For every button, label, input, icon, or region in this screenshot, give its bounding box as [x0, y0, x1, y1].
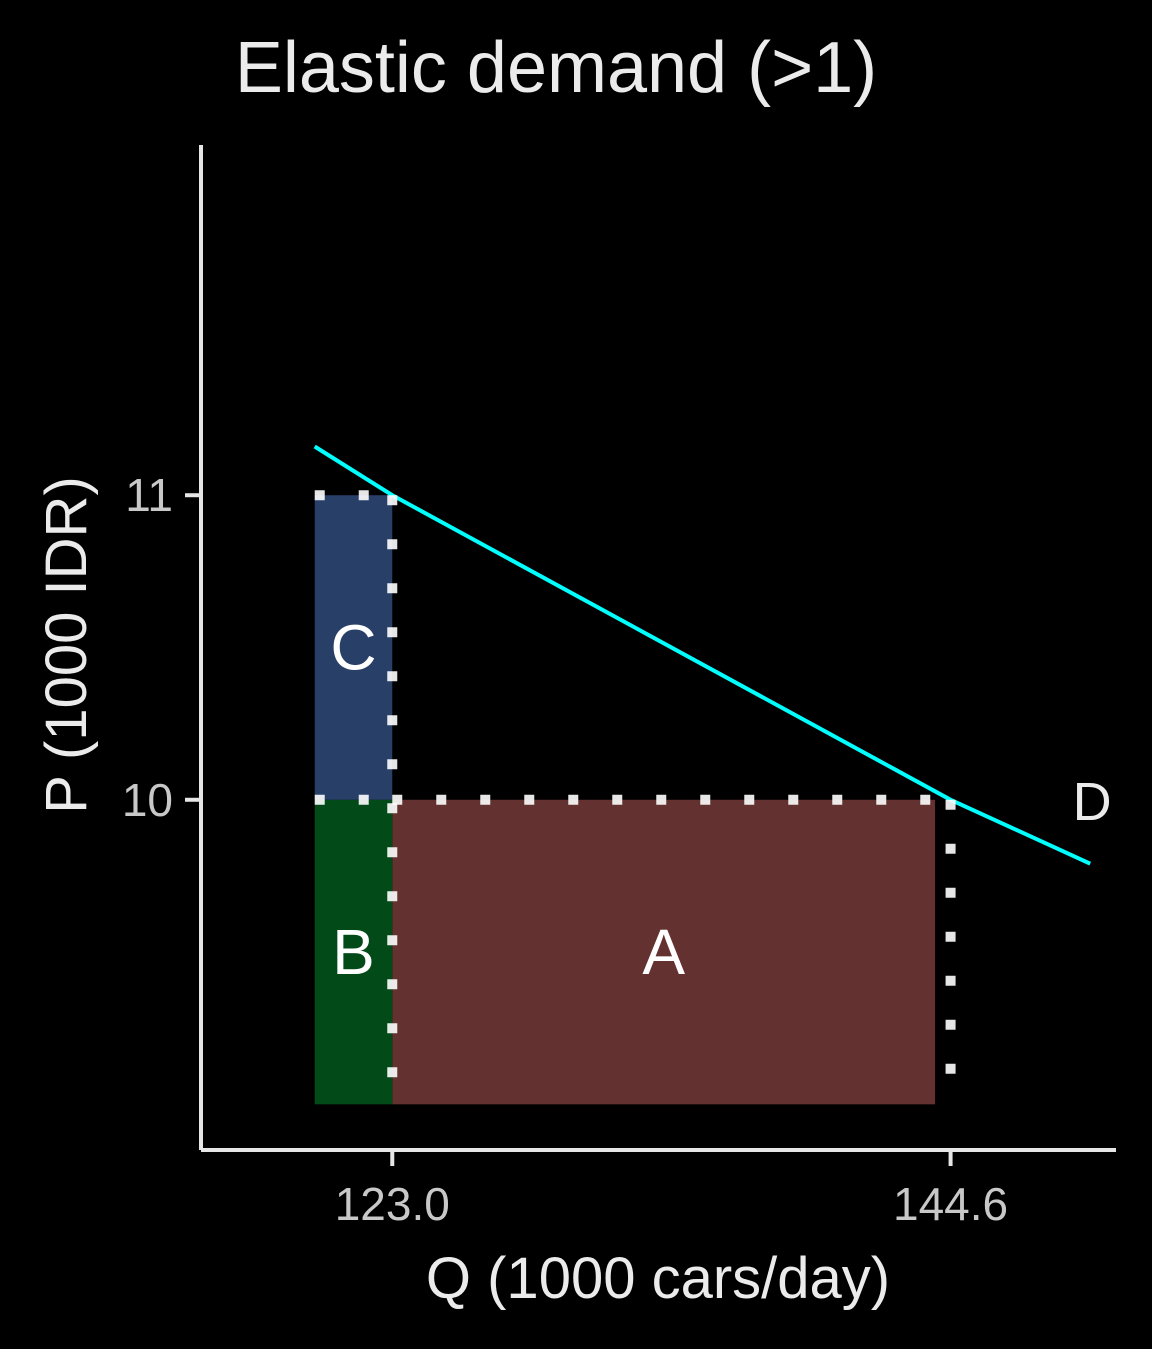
ticks-layer: 123.0 144.6 10 11 [122, 469, 1008, 1230]
area-label-c: C [330, 612, 376, 684]
y-axis-label: P (1000 IDR) [34, 476, 99, 813]
area-label-a: A [642, 916, 685, 988]
reference-lines-layer [314, 490, 956, 1105]
area-a [392, 799, 936, 1105]
area-labels-layer: A B C [330, 612, 685, 989]
x-tick-label: 123.0 [335, 1178, 450, 1230]
areas-layer [314, 495, 936, 1105]
annotations-layer: D [1073, 772, 1112, 832]
axes-layer [199, 145, 1116, 1152]
y-tick-label: 10 [122, 774, 173, 826]
y-tick-label: 11 [125, 469, 173, 521]
demand-curve-d [313, 444, 1092, 866]
curve-label-d: D [1073, 772, 1112, 832]
x-axis-label: Q (1000 cars/day) [426, 1246, 890, 1311]
x-tick-label: 144.6 [893, 1178, 1008, 1230]
curve-layer [313, 444, 1092, 866]
area-c [314, 495, 393, 800]
area-label-b: B [332, 916, 375, 988]
area-b [314, 799, 393, 1105]
chart-title: Elastic demand (>1) [235, 28, 877, 108]
